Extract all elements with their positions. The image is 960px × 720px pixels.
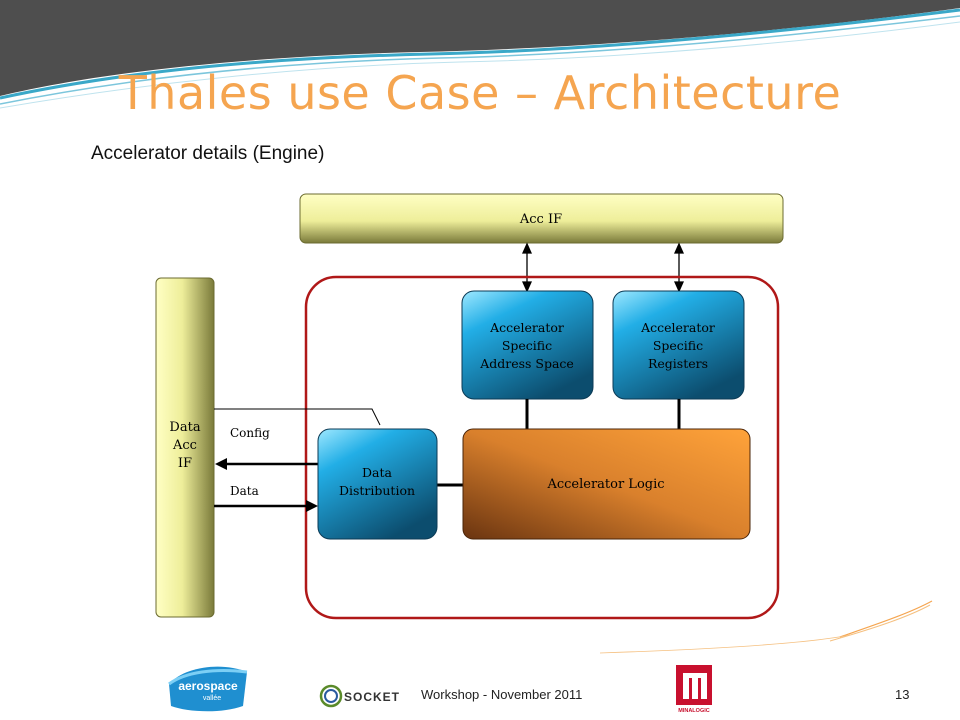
svg-text:vallée: vallée <box>203 695 221 702</box>
svg-text:Specific: Specific <box>502 338 552 353</box>
svg-text:Accelerator Logic: Accelerator Logic <box>546 477 664 492</box>
minalogic-logo: MINALOGIC <box>675 664 713 714</box>
svg-text:IF: IF <box>178 456 192 471</box>
acc-if-label: Acc IF <box>519 212 562 227</box>
aerospace-valley-logo: aerospace vallée <box>165 662 251 714</box>
data-label: Data <box>230 484 259 498</box>
slide-subtitle: Accelerator details (Engine) <box>91 143 325 164</box>
svg-text:aerospace: aerospace <box>178 679 238 693</box>
svg-text:Accelerator: Accelerator <box>640 320 715 335</box>
data-distribution-block: Data Distribution <box>317 428 438 540</box>
svg-text:Address Space: Address Space <box>479 356 574 371</box>
svg-text:Acc: Acc <box>172 438 197 453</box>
svg-text:SOCKET: SOCKET <box>344 690 400 704</box>
svg-text:Distribution: Distribution <box>339 483 415 498</box>
output-arrow <box>215 458 318 470</box>
acc-if-arrows <box>521 242 685 293</box>
data-input-arrow: Data <box>214 484 318 512</box>
svg-text:Specific: Specific <box>653 338 703 353</box>
accelerator-logic-block: Accelerator Logic <box>462 428 751 540</box>
architecture-diagram: Acc IF Data Acc IF Config <box>62 173 848 638</box>
address-space-block: Accelerator Specific Address Space <box>461 290 594 400</box>
svg-text:Data: Data <box>362 465 392 480</box>
config-label: Config <box>230 426 270 440</box>
footer-swoosh <box>600 600 933 654</box>
logic-connectors <box>437 399 681 487</box>
acc-if-block: Acc IF <box>299 193 784 244</box>
data-acc-if-block: Data Acc IF <box>155 277 215 618</box>
svg-text:MINALOGIC: MINALOGIC <box>678 708 709 714</box>
page-number: 13 <box>895 687 910 702</box>
socket-logo: SOCKET <box>318 680 414 710</box>
footer-text: Workshop - November 2011 <box>421 687 583 702</box>
svg-text:Data: Data <box>169 420 200 435</box>
svg-text:Registers: Registers <box>648 356 708 371</box>
engine-boundary <box>304 275 780 620</box>
config-connector: Config <box>214 408 381 440</box>
header-banner <box>0 0 960 109</box>
slide-title: Thales use Case – Architecture <box>118 66 842 120</box>
svg-text:Accelerator: Accelerator <box>489 320 564 335</box>
registers-block: Accelerator Specific Registers <box>612 290 745 400</box>
